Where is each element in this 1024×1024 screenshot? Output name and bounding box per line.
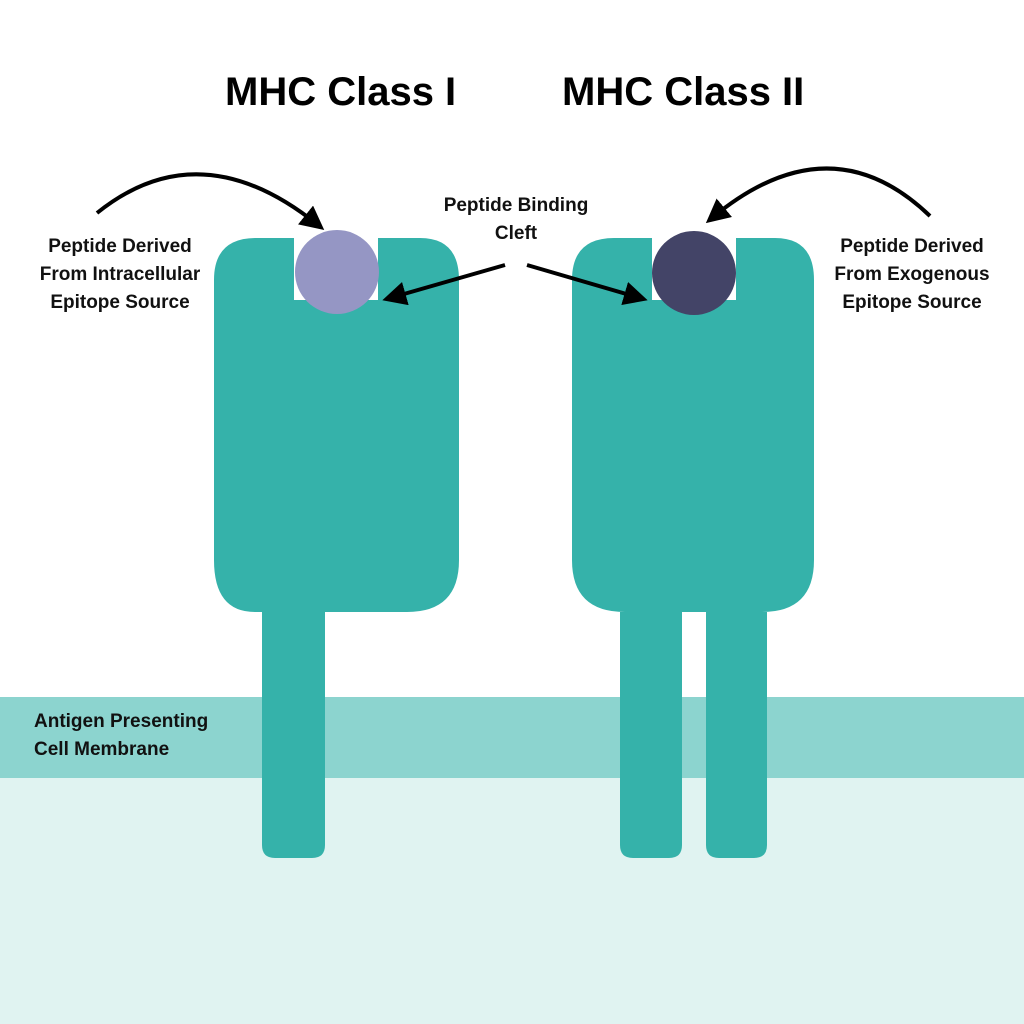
cytoplasm-region [0, 778, 1024, 1024]
mhc-class-two [572, 231, 814, 858]
label-membrane: Antigen Presenting Cell Membrane [34, 708, 208, 764]
label-line: Cleft [494, 223, 538, 244]
label-line: From Exogenous [834, 264, 990, 285]
mhc-class-one [214, 230, 459, 858]
peptide-intracellular [295, 230, 379, 314]
label-line: Peptide Binding [443, 195, 589, 216]
title-mhc-class-two: MHC Class II [562, 70, 805, 114]
label-line: Cell Membrane [34, 739, 170, 760]
label-peptide-exogenous: Peptide Derived From Exogenous Epitope S… [812, 233, 1012, 317]
arrow-cleft-class-two [526, 263, 648, 306]
label-line: From Intracellular [39, 264, 201, 285]
mhc-class-two-body [572, 238, 814, 858]
arrow-cleft-class-one [382, 263, 506, 306]
title-mhc-class-one: MHC Class I [225, 70, 457, 114]
label-binding-cleft: Peptide Binding Cleft [416, 192, 616, 248]
cell-membrane [0, 697, 1024, 778]
arrow-exogenous [705, 166, 932, 224]
label-line: Epitope Source [50, 292, 190, 313]
mhc-class-one-body [214, 238, 459, 858]
label-line: Peptide Derived [48, 236, 192, 257]
arrow-intracellular [95, 172, 325, 231]
label-peptide-intracellular: Peptide Derived From Intracellular Epito… [20, 233, 220, 317]
label-line: Epitope Source [842, 292, 982, 313]
peptide-exogenous [652, 231, 736, 315]
label-line: Peptide Derived [840, 236, 984, 257]
label-line: Antigen Presenting [34, 711, 209, 732]
